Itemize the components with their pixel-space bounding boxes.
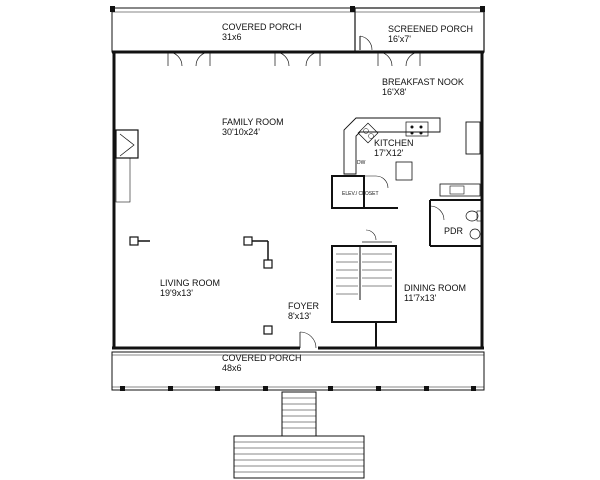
living-room-name: LIVING ROOM [160,278,220,288]
living-room-size: 19'9x13' [160,288,193,298]
interior-columns [129,236,273,335]
french-doors [167,51,421,67]
family-room-size: 30'10x24' [222,127,260,137]
front-door [299,331,317,349]
family-room-name: FAMILY ROOM [222,117,284,127]
staircase [331,229,397,348]
covered-porch-top-name: COVERED PORCH [222,22,302,32]
elevator-closet [331,175,398,209]
breakfast-nook-size: 16'X8' [382,87,407,97]
front-steps [233,391,365,479]
pdr-label: PDR [444,226,464,236]
screened-porch-size: 16'x7' [388,34,411,44]
foyer-size: 8'x13' [288,311,311,321]
screened-porch-name: SCREENED PORCH [388,24,473,34]
kitchen-name: KITCHEN [374,138,414,148]
covered-porch-top-size: 31x6 [222,32,242,42]
kitchen-counters [343,117,481,197]
covered-porch-bottom-area [111,351,485,391]
dw-label: DW [357,160,366,166]
dining-room-name: DINING ROOM [404,283,466,293]
breakfast-nook-name: BREAKFAST NOOK [382,77,464,87]
covered-porch-bottom-name: COVERED PORCH [222,353,302,363]
kitchen-size: 17'X12' [374,148,404,158]
powder-room [429,199,482,247]
dining-room-size: 11'7x13' [404,293,437,303]
foyer-name: FOYER [288,301,320,311]
covered-porch-bottom-size: 48x6 [222,363,242,373]
fireplace [115,129,139,203]
elev-closet-label: ELEV./ CLOSET [342,191,379,197]
